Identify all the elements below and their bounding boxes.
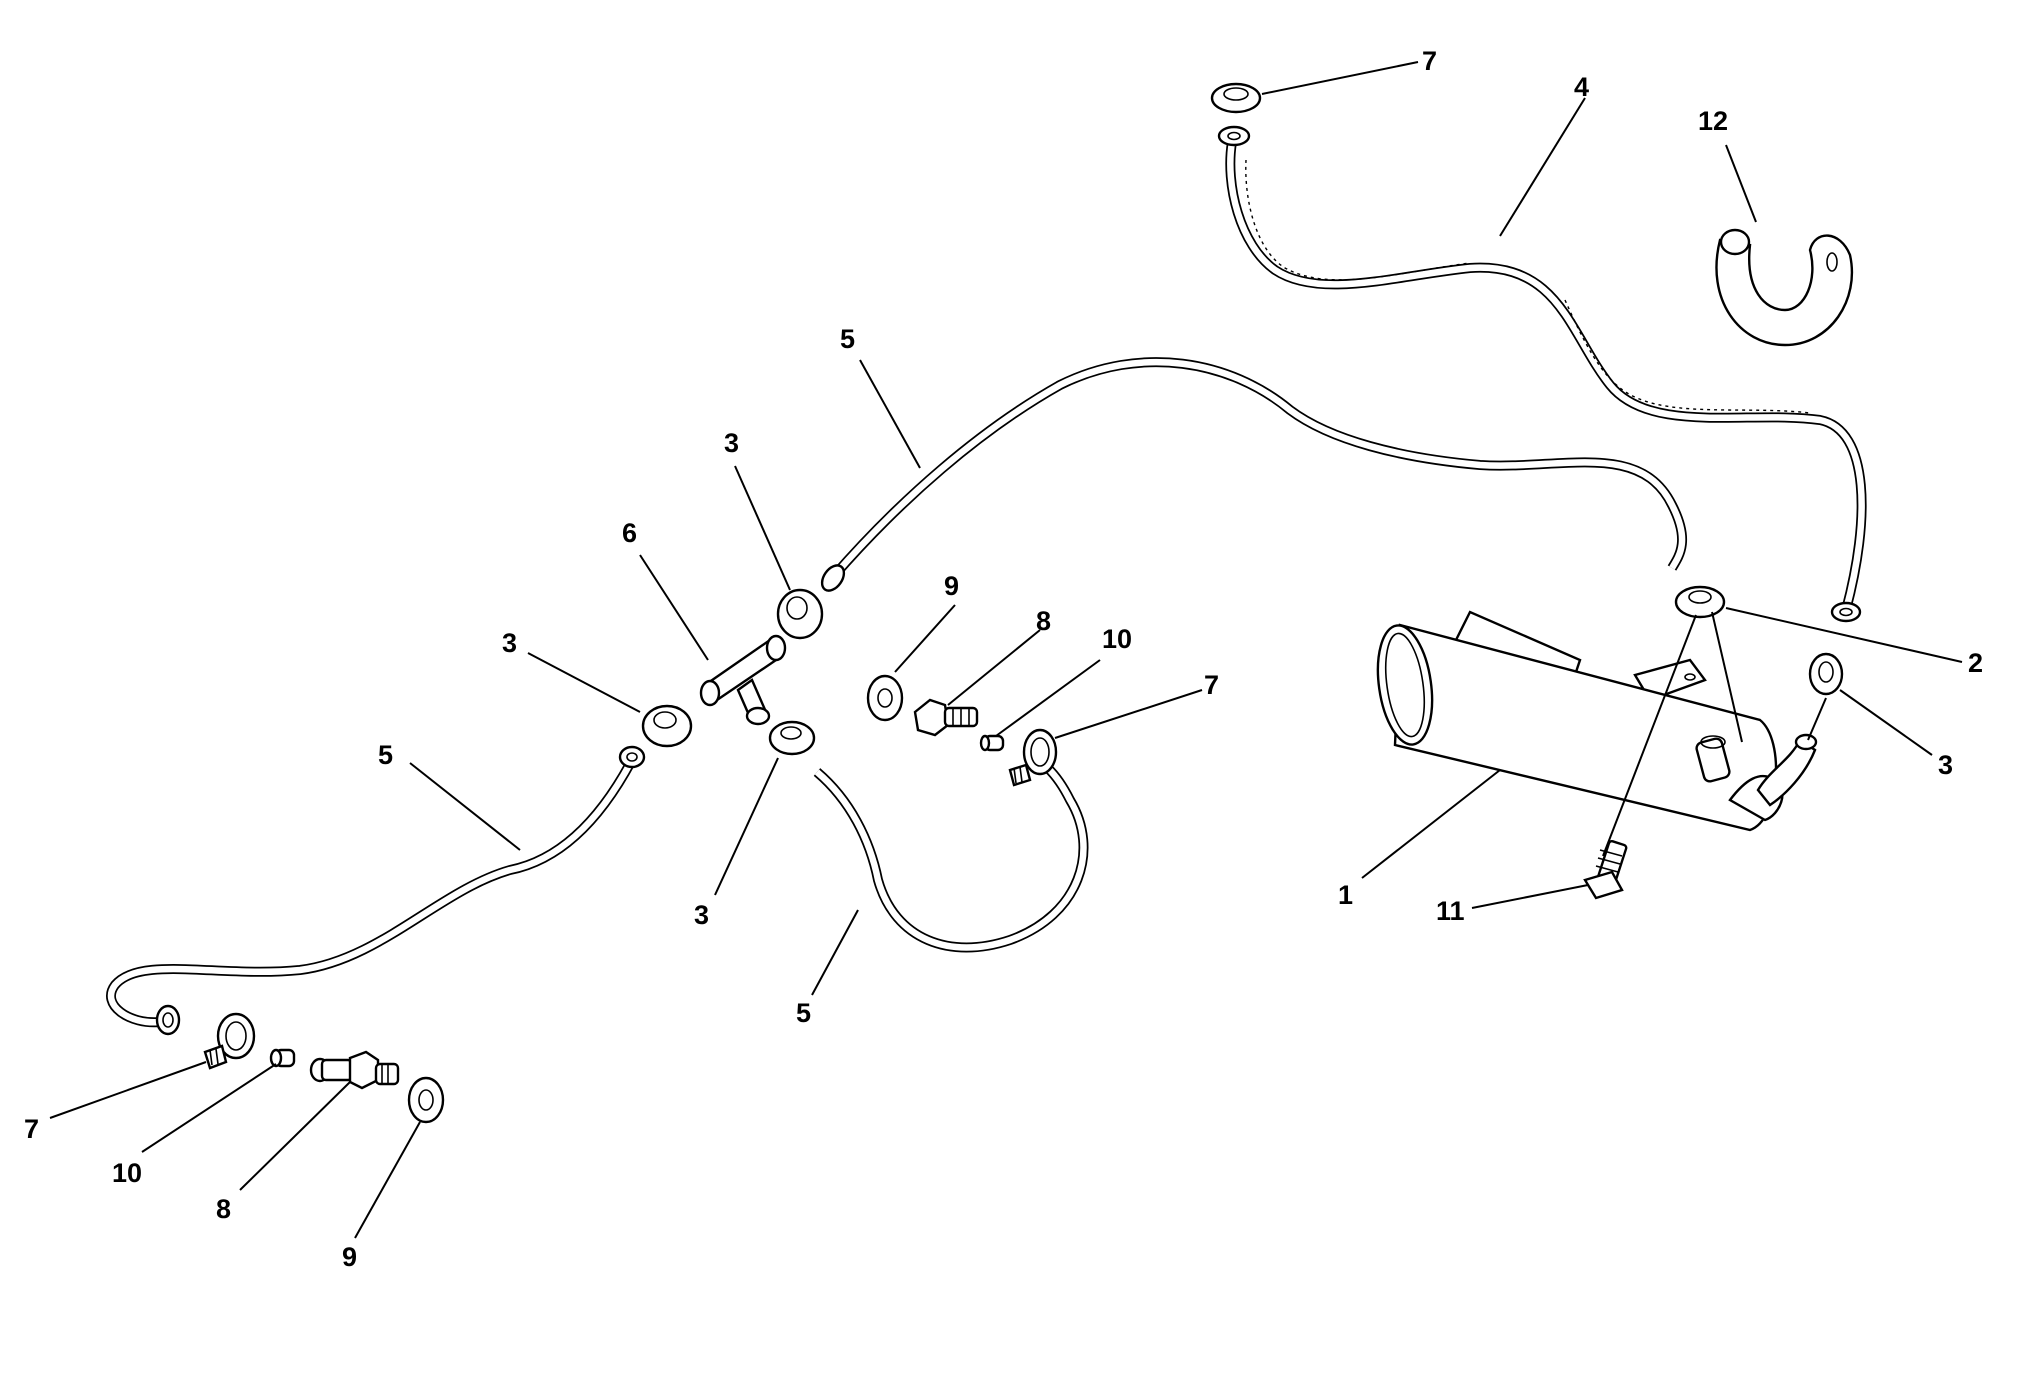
callout-10-center: 10 [1102, 624, 1132, 654]
fitting-8-center [913, 698, 979, 737]
callout-7-top: 7 [1422, 46, 1437, 76]
callout-5-bend: 5 [796, 998, 811, 1028]
hose-clamp-7-center [1008, 728, 1058, 787]
callout-12: 12 [1698, 106, 1728, 136]
callout-8-left: 8 [216, 1194, 231, 1224]
cooler-canister-1 [1376, 610, 1818, 832]
clamp-3-lower [768, 720, 816, 756]
hose-5-left [106, 745, 646, 1036]
callout-9-center: 9 [944, 571, 959, 601]
washer-9-left [407, 1076, 445, 1124]
clamp-2 [1674, 585, 1726, 619]
tee-fitting-6 [699, 634, 787, 726]
callout-5-upper: 5 [840, 324, 855, 354]
callout-4: 4 [1574, 72, 1589, 102]
callout-3-upper: 3 [724, 428, 739, 458]
callout-5-left: 5 [378, 740, 393, 770]
callout-9-left: 9 [342, 1242, 357, 1272]
callout-6: 6 [622, 518, 637, 548]
fitting-8-left [309, 1050, 400, 1090]
bolt-11 [1583, 839, 1628, 900]
clamp-3-left [641, 704, 693, 748]
clamp-3-upper [776, 588, 824, 640]
leader-lines [49, 61, 1963, 1239]
callout-2: 2 [1968, 648, 1983, 678]
callout-1: 1 [1338, 880, 1353, 910]
washer-9-center [866, 674, 904, 722]
hose-clamp-7-left [203, 1012, 256, 1070]
callout-3-lower: 3 [694, 900, 709, 930]
callout-3-left: 3 [502, 628, 517, 658]
clamp-3-right [1808, 652, 1844, 696]
hose-5-bend [813, 750, 1089, 953]
callout-11: 11 [1436, 896, 1465, 926]
clamp-7-top [1210, 82, 1262, 114]
nipple-10-center [979, 734, 1005, 752]
nipple-10-left [269, 1048, 296, 1068]
callout-3-right: 3 [1938, 750, 1953, 780]
callout-7-left: 7 [24, 1114, 39, 1144]
hose-4 [1217, 125, 1867, 623]
callout-10-left: 10 [112, 1158, 142, 1188]
callout-8-center: 8 [1036, 606, 1051, 636]
hose-5-upper [820, 357, 1688, 592]
callout-7-center: 7 [1204, 670, 1219, 700]
clip-12 [1715, 228, 1854, 347]
